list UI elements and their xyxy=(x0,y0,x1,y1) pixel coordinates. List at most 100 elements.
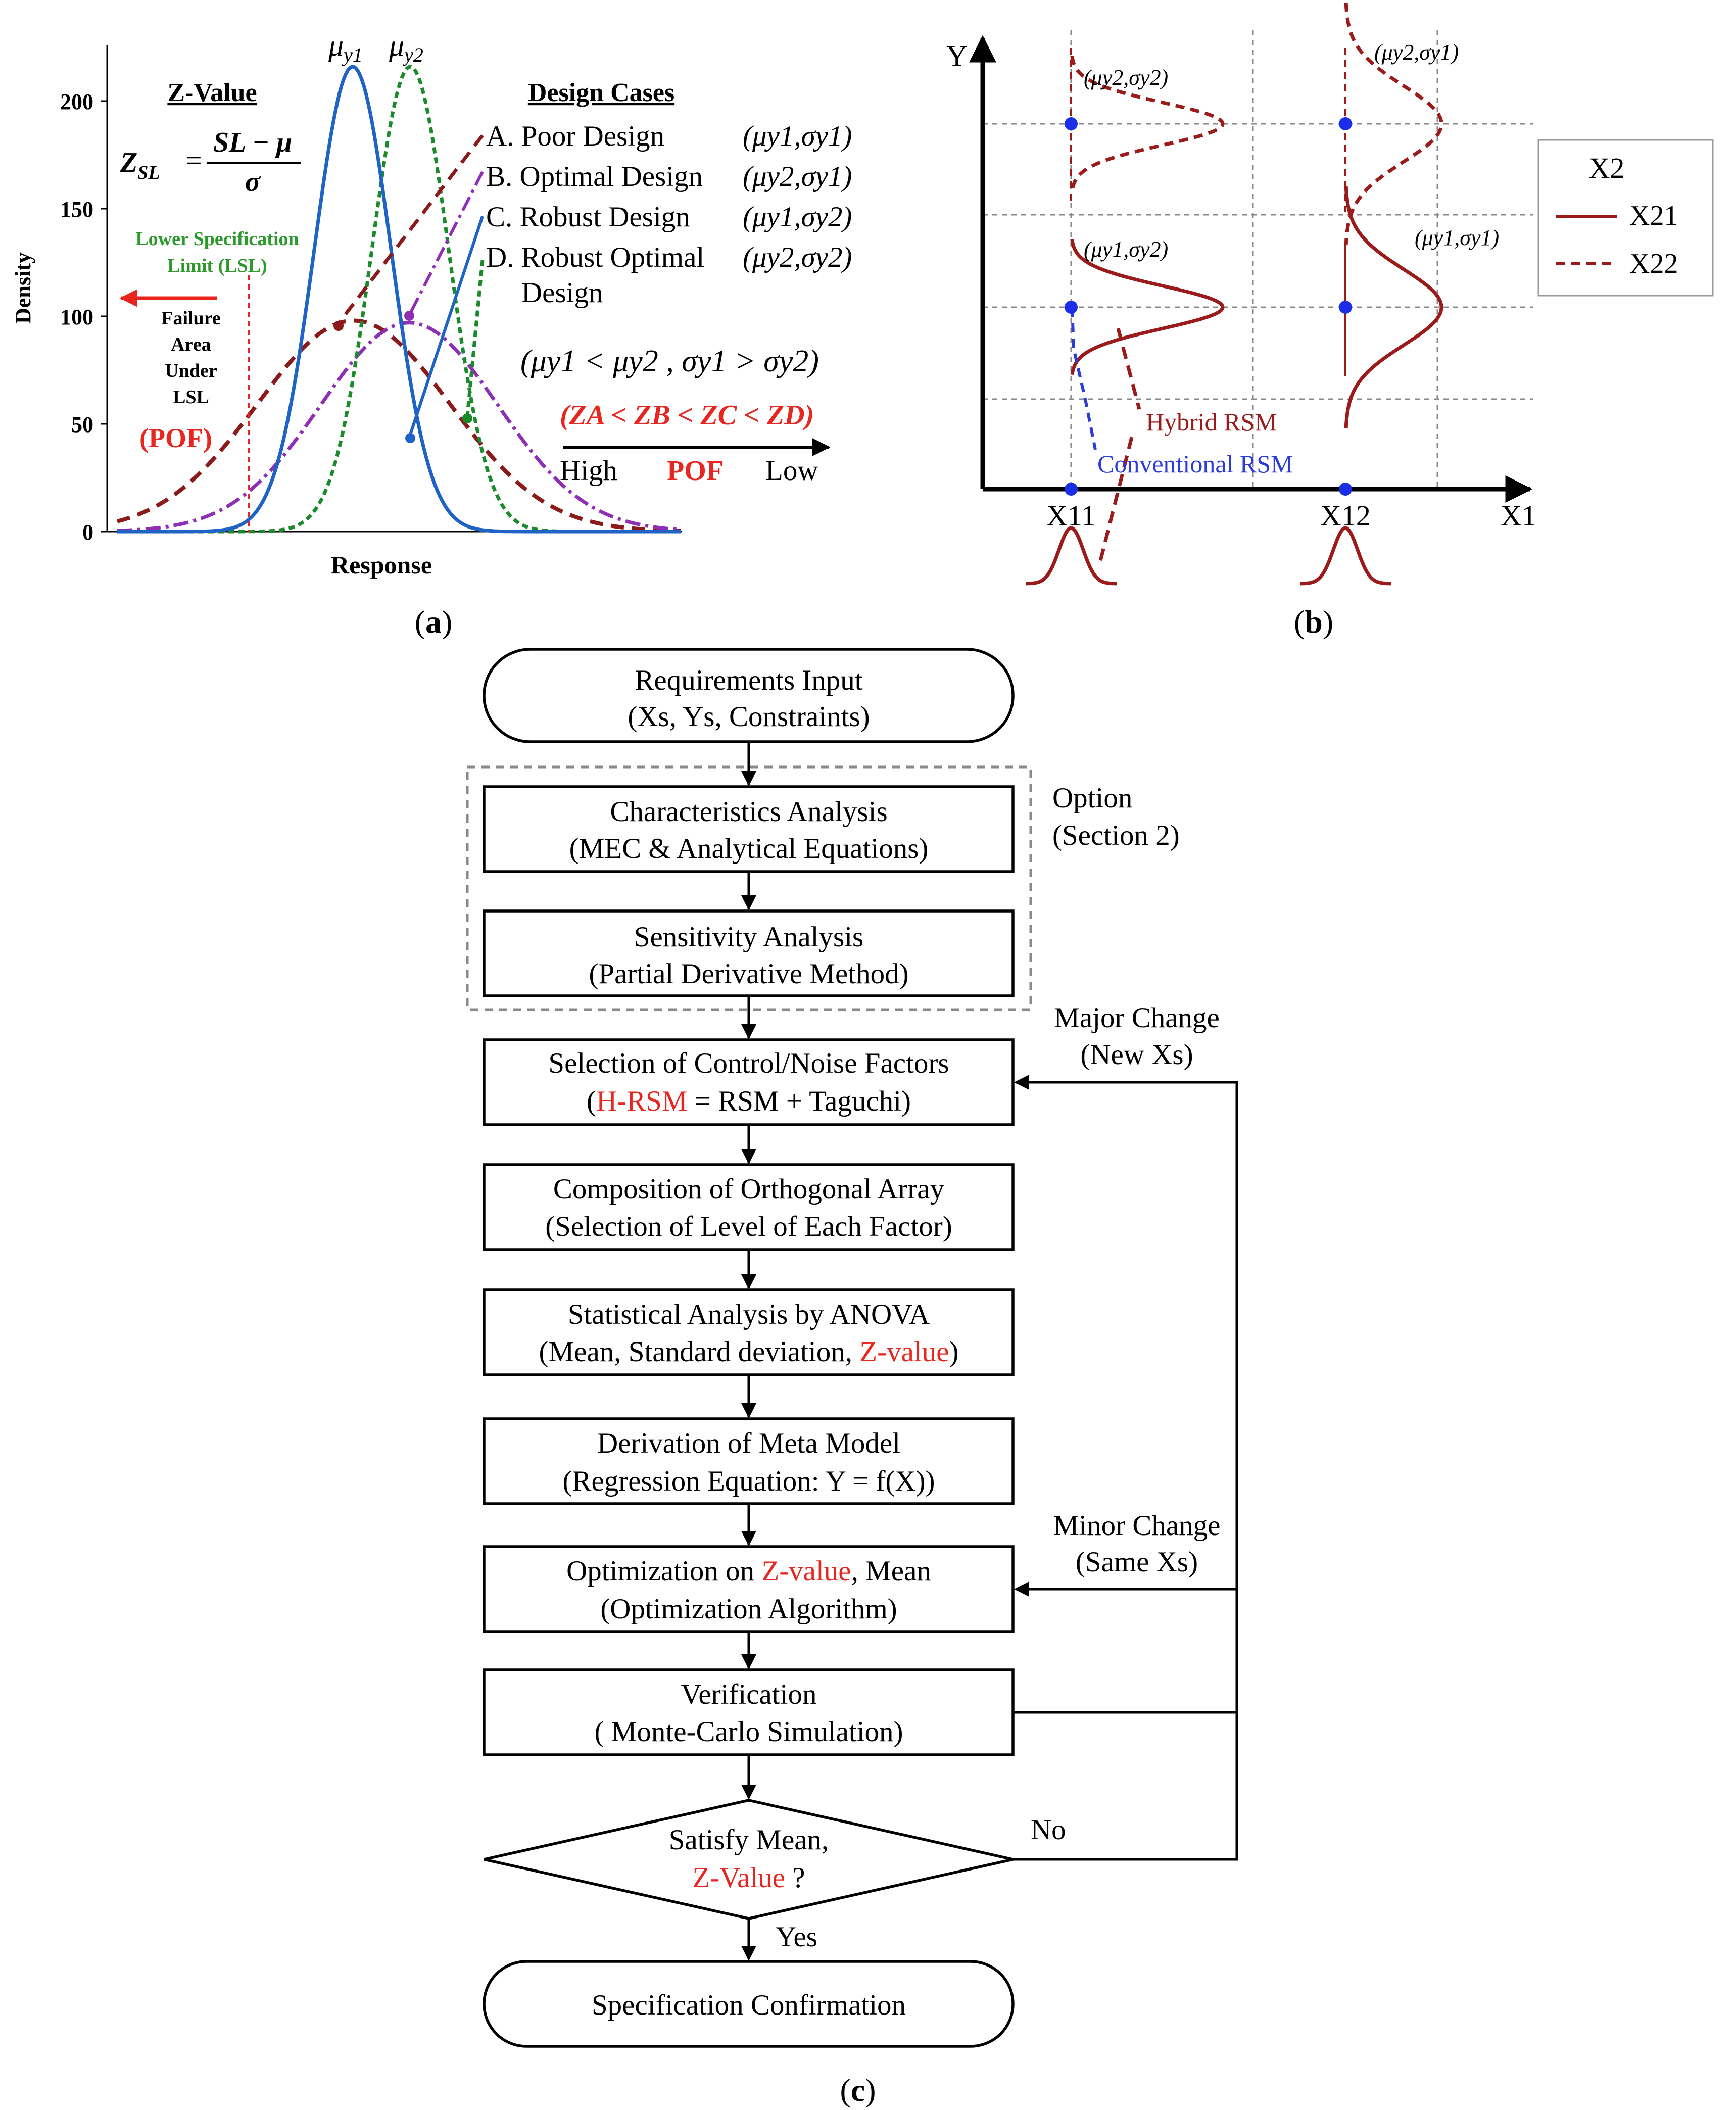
option-dashed-box xyxy=(466,765,1032,1011)
case-d-label: D. Robust Optimal xyxy=(486,242,704,273)
lsl-text-1: Lower Specification xyxy=(135,228,299,250)
z-order: (ZA < ZB < ZC < ZD) xyxy=(560,400,814,431)
decision-line-1: Satisfy Mean, xyxy=(669,1824,829,1856)
case-d-label-2: Design xyxy=(521,277,603,309)
failure-text-2: Area xyxy=(171,334,211,355)
panel-c-flowchart: Option (Section 2) Requirements Input (X… xyxy=(466,648,1238,2108)
leader-c xyxy=(409,216,484,435)
end-specification-confirmation xyxy=(483,1960,1015,2048)
case-c-label: C. Robust Design xyxy=(486,201,690,233)
step-7-line-2: (Optimization Algorithm) xyxy=(600,1593,897,1625)
decision-line-2: Z-Value ? xyxy=(692,1862,805,1894)
dist-x11-mu1-sigma2 xyxy=(1070,239,1225,375)
panel-a-label: (a) xyxy=(415,604,453,640)
y-tick-label: 150 xyxy=(60,197,93,222)
hybrid-rsm-label: Hybrid RSM xyxy=(1146,408,1277,436)
panel-a-y-axis-label: Density xyxy=(11,252,35,324)
step-1-line-1: Characteristics Analysis xyxy=(610,796,887,828)
lsl-text-2: Limit (LSL) xyxy=(167,255,267,276)
marker-a xyxy=(333,321,344,331)
annotation-mu2-sigma1: (μy2,σy1) xyxy=(1374,40,1459,65)
failure-text-3: Under xyxy=(165,360,217,381)
annotation-mu1-sigma2: (μy1,σy2) xyxy=(1084,237,1168,262)
step-6-line-1: Derivation of Meta Model xyxy=(597,1427,900,1459)
step-8-line-2: ( Monte-Carlo Simulation) xyxy=(594,1716,903,1748)
pof-left-label: (POF) xyxy=(139,423,212,453)
y-tick-label: 0 xyxy=(82,520,93,545)
step-5-line-1: Statistical Analysis by ANOVA xyxy=(568,1299,930,1330)
marker-c xyxy=(405,433,415,443)
formula-numerator: SL − μ xyxy=(213,127,292,158)
panel-a-x-axis-label: Response xyxy=(331,551,432,579)
grid-point xyxy=(1065,301,1078,314)
pof-high: High xyxy=(560,455,617,487)
step-4-line-1: Composition of Orthogonal Array xyxy=(553,1173,945,1205)
panel-b-rsm-diagram: Y X1 X11 X12 (μy2,σy2) (μy2,σy1) (μy1,σy… xyxy=(946,2,1714,640)
conventional-rsm-label: Conventional RSM xyxy=(1097,450,1293,478)
panel-b-curves xyxy=(1026,2,1443,586)
dist-x12-mu1-sigma1 xyxy=(1344,185,1443,429)
curve-d-robust-optimal xyxy=(117,321,682,533)
major-change-label: Major Change xyxy=(1054,1002,1220,1034)
panel-b-y-axis-label: Y xyxy=(946,39,968,72)
satisfy-decision-diamond xyxy=(484,1799,1014,1920)
yes-label: Yes xyxy=(776,1921,817,1953)
formula-denominator: σ xyxy=(245,166,261,198)
annotation-mu1-sigma1: (μy1,σy1) xyxy=(1415,225,1499,250)
leader-d xyxy=(409,171,484,314)
design-cases-title: Design Cases xyxy=(528,78,674,107)
option-section-label: (Section 2) xyxy=(1052,820,1180,851)
option-label: Option xyxy=(1052,782,1132,814)
no-label: No xyxy=(1031,1814,1066,1846)
legend-x21: X21 xyxy=(1629,200,1678,231)
panel-c-label: (c) xyxy=(840,2072,876,2108)
end-label: Specification Confirmation xyxy=(592,1989,906,2021)
conventional-rsm-leader xyxy=(1071,308,1097,450)
characteristics-analysis-box xyxy=(483,785,1015,873)
failure-text-4: LSL xyxy=(173,387,209,408)
step-2-line-1: Sensitivity Analysis xyxy=(634,921,863,953)
start-line-2: (Xs, Ys, Constraints) xyxy=(628,701,870,733)
y-tick-label: 100 xyxy=(60,305,93,329)
legend-x22: X22 xyxy=(1629,248,1678,279)
mean-sigma-inequality: (μy1 < μy2 , σy1 > σy2) xyxy=(520,344,819,378)
equals-sign: = xyxy=(186,145,202,176)
panel-a-y-ticks: 0 50 100 150 200 xyxy=(60,89,107,545)
minor-change-sublabel: (Same Xs) xyxy=(1076,1546,1198,1578)
legend-title: X2 xyxy=(1589,152,1625,184)
marker-b xyxy=(462,413,472,423)
step-3-line-2: (H-RSM = RSM + Taguchi) xyxy=(587,1085,911,1117)
minor-change-label: Minor Change xyxy=(1053,1510,1221,1542)
major-change-loop xyxy=(1013,1075,1238,1861)
step-5-line-2: (Mean, Standard deviation, Z-value) xyxy=(539,1336,959,1368)
step-8-line-1: Verification xyxy=(681,1679,816,1710)
y-tick-label: 200 xyxy=(60,89,93,114)
case-b-param: (μy2,σy1) xyxy=(743,161,852,193)
grid-point xyxy=(1339,483,1352,496)
step-3-line-1: Selection of Control/Noise Factors xyxy=(548,1047,949,1079)
step-4-line-2: (Selection of Level of Each Factor) xyxy=(545,1211,952,1242)
start-line-1: Requirements Input xyxy=(635,664,862,696)
case-a-param: (μy1,σy1) xyxy=(743,120,852,152)
curve-a-poor-design xyxy=(116,318,682,533)
grid-point xyxy=(1339,117,1352,130)
grid-point xyxy=(1339,301,1352,314)
mu-y2-label: μy2 xyxy=(389,29,423,66)
y-tick-label: 50 xyxy=(71,412,93,437)
pof-mid: POF xyxy=(667,455,724,487)
pof-low: Low xyxy=(765,455,818,487)
case-d-param: (μy2,σy2) xyxy=(743,242,852,273)
dist-x11-mu2-sigma2 xyxy=(1070,56,1225,192)
mu-y1-label: μy1 xyxy=(328,29,363,66)
step-1-line-2: (MEC & Analytical Equations) xyxy=(569,833,929,865)
case-c-param: (μy1,σy2) xyxy=(743,201,852,233)
grid-point xyxy=(1065,483,1078,496)
case-a-label: A. Poor Design xyxy=(486,120,664,152)
panel-b-label: (b) xyxy=(1294,604,1333,640)
case-b-label: B. Optimal Design xyxy=(486,161,703,193)
step-6-line-2: (Regression Equation: Y = f(X)) xyxy=(562,1465,935,1497)
marker-d xyxy=(404,311,414,321)
x11-input-distribution xyxy=(1026,526,1117,586)
